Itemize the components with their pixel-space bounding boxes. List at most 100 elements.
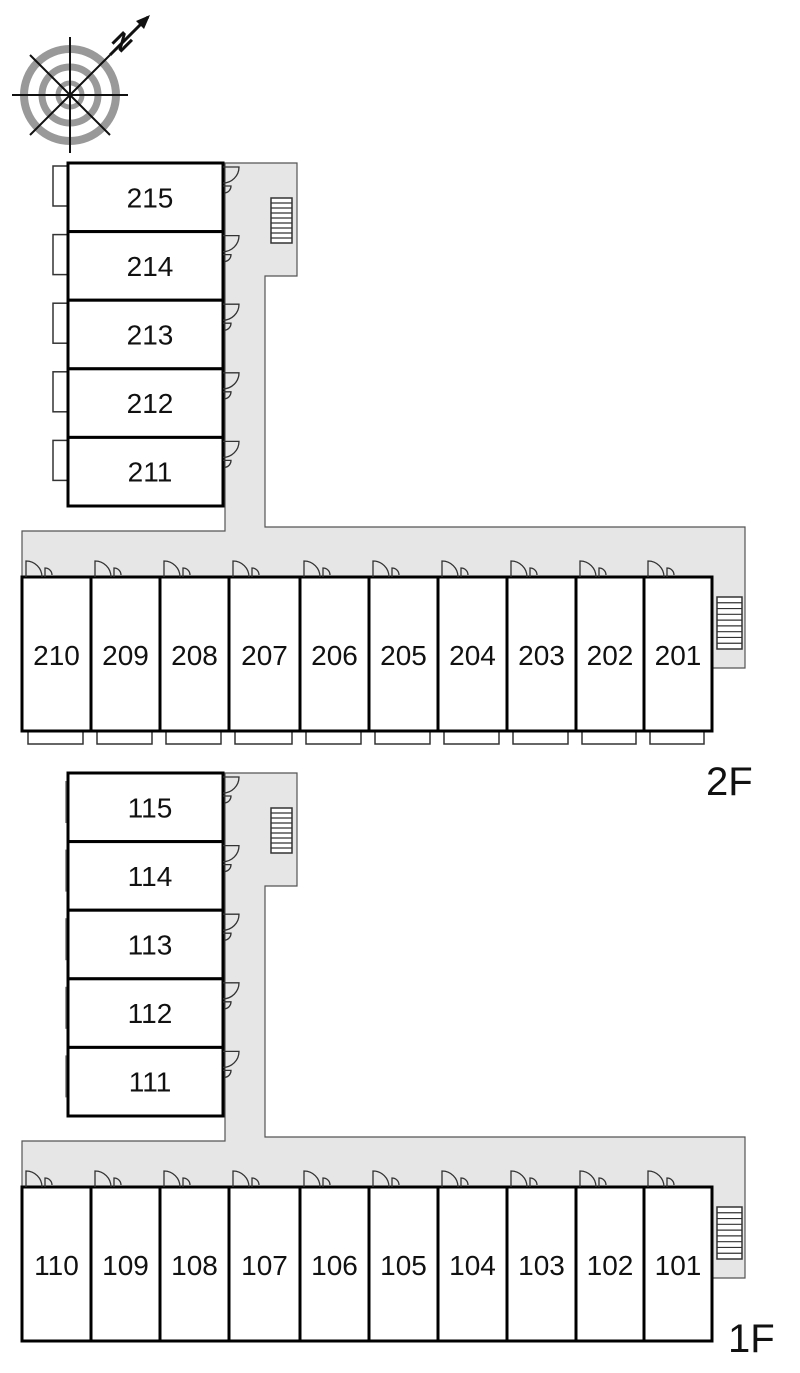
unit-215: 215: [52, 161, 240, 234]
door-swing-icon: [579, 560, 607, 578]
unit-106: 106: [298, 1170, 371, 1343]
unit-212: 212: [52, 367, 240, 439]
unit-number: 205: [380, 640, 427, 671]
door-swing-icon: [372, 1170, 400, 1188]
unit-110: 110: [20, 1170, 93, 1343]
unit-number: 210: [33, 640, 80, 671]
door-swing-icon: [579, 1170, 607, 1188]
balcony: [96, 730, 153, 745]
unit-number: 103: [518, 1250, 565, 1281]
unit-205: 205: [367, 560, 440, 745]
door-swing-icon: [303, 1170, 331, 1188]
unit-number: 113: [128, 930, 173, 961]
door-swing-icon: [94, 1170, 122, 1188]
balcony: [234, 730, 293, 745]
door-swing-icon: [222, 1050, 240, 1079]
balcony: [52, 439, 69, 482]
unit-103: 103: [505, 1170, 578, 1343]
door-swing-icon: [441, 1170, 469, 1188]
unit-number: 209: [102, 640, 149, 671]
door-swing-icon: [222, 913, 240, 941]
balcony: [649, 730, 705, 745]
corridor: [21, 772, 746, 1279]
unit-107: 107: [227, 1170, 302, 1343]
door-swing-icon: [222, 372, 240, 400]
unit-207: 207: [227, 560, 302, 745]
unit-203: 203: [505, 560, 578, 745]
balcony: [52, 165, 69, 207]
unit-112: 112: [65, 977, 240, 1049]
unit-208: 208: [158, 560, 231, 745]
unit-number: 104: [449, 1250, 496, 1281]
door-swing-icon: [222, 982, 240, 1010]
stairs-icon: [716, 1206, 743, 1260]
unit-102: 102: [574, 1170, 646, 1343]
unit-number: 215: [127, 182, 174, 213]
unit-number: 114: [128, 861, 173, 892]
unit-number: 213: [127, 320, 174, 351]
door-swing-icon: [222, 844, 240, 873]
unit-number: 208: [171, 640, 218, 671]
unit-number: 106: [311, 1250, 358, 1281]
north-arrow-icon: [136, 15, 150, 29]
unit-111: 111: [65, 1045, 240, 1118]
corridor: [21, 162, 746, 669]
door-swing-icon: [94, 560, 122, 578]
unit-number: 112: [128, 998, 173, 1029]
unit-number: 211: [128, 457, 173, 488]
unit-number: 110: [34, 1250, 79, 1281]
floor-2f-plan: 215 214 213 212 211 210 209 208 207 206 205 204 203 2…: [20, 161, 753, 804]
balcony: [305, 730, 362, 745]
unit-number: 108: [171, 1250, 218, 1281]
floor-label: 1F: [728, 1317, 775, 1361]
door-swing-icon: [222, 303, 240, 331]
door-swing-icon: [510, 560, 538, 578]
door-swing-icon: [303, 560, 331, 578]
door-swing-icon: [25, 1170, 53, 1188]
door-swing-icon: [510, 1170, 538, 1188]
compass-rose-icon: N: [12, 15, 150, 153]
unit-209: 209: [89, 560, 162, 745]
stairs-icon: [716, 596, 743, 650]
door-swing-icon: [441, 560, 469, 578]
door-swing-icon: [222, 776, 240, 804]
balcony: [52, 302, 69, 344]
unit-104: 104: [436, 1170, 509, 1343]
unit-number: 214: [127, 251, 174, 282]
unit-114: 114: [65, 840, 240, 912]
door-swing-icon: [232, 1170, 260, 1188]
unit-211: 211: [52, 435, 240, 508]
unit-number: 101: [655, 1250, 702, 1281]
unit-number: 207: [241, 640, 288, 671]
door-swing-icon: [25, 560, 53, 578]
unit-number: 111: [129, 1067, 172, 1098]
door-swing-icon: [163, 1170, 191, 1188]
unit-number: 115: [128, 792, 173, 823]
floor-label: 2F: [706, 760, 753, 804]
unit-number: 201: [655, 640, 702, 671]
unit-105: 105: [367, 1170, 440, 1343]
unit-number: 109: [102, 1250, 149, 1281]
unit-210: 210: [20, 560, 93, 745]
unit-number: 102: [587, 1250, 634, 1281]
stairs-icon: [270, 197, 293, 244]
unit-113: 113: [65, 908, 240, 981]
floor-1f-plan: 115 114 113 112 111 110 109 108 107 106 105 104 103 1…: [20, 771, 775, 1361]
unit-number: 107: [241, 1250, 288, 1281]
door-swing-icon: [647, 560, 675, 578]
unit-213: 213: [52, 298, 240, 371]
stairs-icon: [270, 807, 293, 854]
unit-109: 109: [89, 1170, 162, 1343]
door-swing-icon: [163, 560, 191, 578]
unit-number: 203: [518, 640, 565, 671]
unit-number: 204: [449, 640, 496, 671]
unit-number: 202: [587, 640, 634, 671]
door-swing-icon: [222, 440, 240, 469]
balcony: [512, 730, 569, 745]
balcony: [52, 371, 69, 413]
unit-206: 206: [298, 560, 371, 745]
balcony: [443, 730, 500, 745]
door-swing-icon: [372, 560, 400, 578]
balcony: [165, 730, 222, 745]
